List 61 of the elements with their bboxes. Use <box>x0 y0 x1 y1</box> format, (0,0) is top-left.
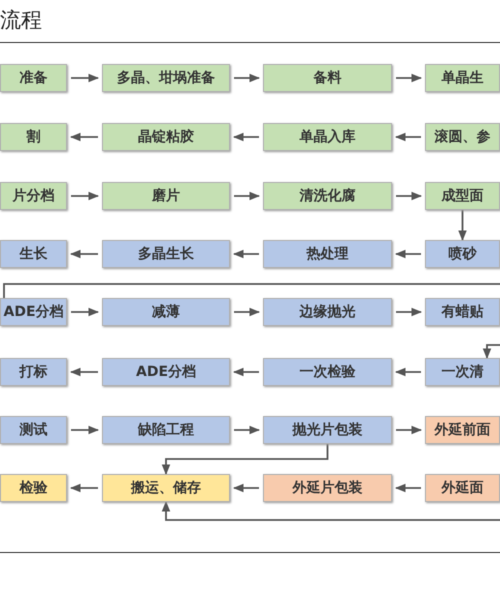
arrow <box>70 250 98 258</box>
arrow <box>70 484 98 492</box>
arrow <box>70 368 98 376</box>
process-box: 清洗化腐 <box>263 182 392 210</box>
arrow <box>162 500 500 521</box>
process-box: 打标 <box>0 358 67 386</box>
process-box: 割 <box>0 123 67 151</box>
process-box: 测试 <box>0 416 67 444</box>
process-box: 单晶生 <box>425 64 500 92</box>
process-box: 缺陷工程 <box>102 416 230 444</box>
arrow <box>234 426 260 434</box>
arrow <box>396 192 422 200</box>
process-box: 成型面 <box>425 182 500 210</box>
arrow <box>162 444 328 476</box>
arrow <box>396 308 422 316</box>
process-box: ADE分档 <box>102 358 230 386</box>
process-box: 喷砂 <box>425 240 500 268</box>
process-box: 滚圆、参 <box>425 123 500 151</box>
arrow <box>234 308 260 316</box>
arrow <box>232 250 259 258</box>
process-box: 准备 <box>0 64 67 92</box>
arrow <box>232 132 259 142</box>
arrow <box>396 74 422 82</box>
arrow <box>234 74 260 82</box>
process-box: 备料 <box>263 64 392 92</box>
process-box: 边缘抛光 <box>263 298 392 326</box>
process-box: 减薄 <box>102 298 230 326</box>
arrow <box>232 368 259 376</box>
process-box: 磨片 <box>102 182 230 210</box>
process-box: 一次检验 <box>263 358 392 386</box>
arrow <box>394 132 421 142</box>
arrow <box>394 368 421 376</box>
process-box: 晶锭粘胶 <box>102 123 230 151</box>
process-box: 多晶、坩埚准备 <box>102 64 230 92</box>
arrow <box>234 192 260 200</box>
arrow <box>394 484 421 492</box>
arrow <box>482 344 500 360</box>
process-box: 抛光片包装 <box>263 416 392 444</box>
process-box: 热处理 <box>263 240 392 268</box>
arrow <box>71 308 100 316</box>
arrow <box>70 132 98 142</box>
process-box: 生长 <box>0 240 67 268</box>
process-box: ADE分档 <box>0 298 67 326</box>
arrow <box>232 484 259 492</box>
process-box: 单晶入库 <box>263 123 392 151</box>
process-box: 片分档 <box>0 182 67 210</box>
process-box: 一次清 <box>425 358 500 386</box>
process-box: 多晶生长 <box>102 240 230 268</box>
title: 流程 <box>0 7 42 34</box>
arrow <box>71 426 100 434</box>
arrow <box>394 250 421 258</box>
process-box: 有蜡贴 <box>425 298 500 326</box>
process-box: 外延前面 <box>425 416 500 444</box>
process-box: 外延片包装 <box>263 474 392 502</box>
arrow <box>71 192 100 200</box>
arrow <box>396 426 422 434</box>
arrow <box>71 74 100 82</box>
process-box: 外延面 <box>425 474 500 502</box>
process-box: 搬运、储存 <box>102 474 230 502</box>
process-box: 检验 <box>0 474 67 502</box>
arrow <box>458 210 467 242</box>
